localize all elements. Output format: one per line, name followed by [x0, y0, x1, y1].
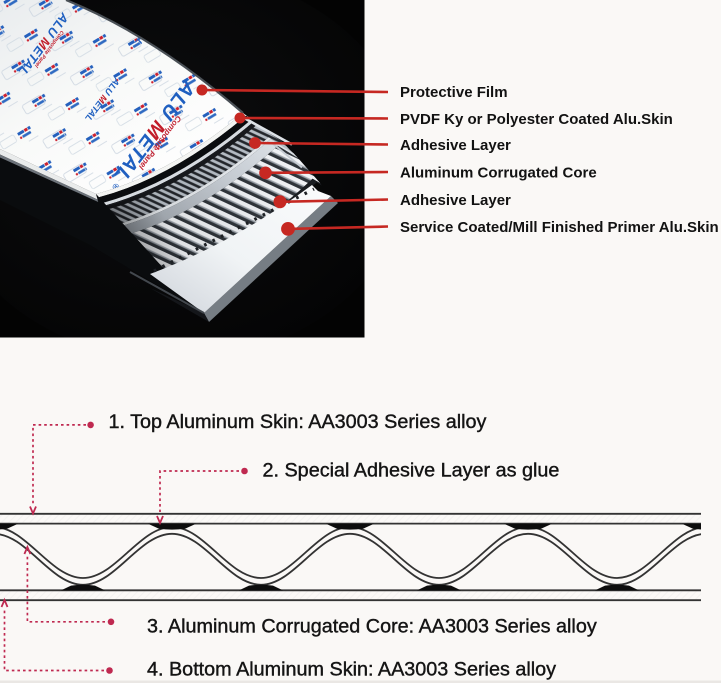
svg-text:Service Coated/Mill Finished P: Service Coated/Mill Finished Primer Alu.… [400, 219, 719, 236]
svg-text:Protective Film: Protective Film [400, 84, 508, 101]
svg-text:Aluminum Corrugated Core: Aluminum Corrugated Core [400, 164, 597, 181]
svg-text:PVDF Ky or Polyester Coated Al: PVDF Ky or Polyester Coated Alu.Skin [400, 111, 673, 128]
svg-text:4. Bottom Aluminum Skin: AA300: 4. Bottom Aluminum Skin: AA3003 Series a… [147, 659, 556, 681]
svg-text:2. Special Adhesive Layer as g: 2. Special Adhesive Layer as glue [263, 460, 560, 482]
svg-text:Adhesive Layer: Adhesive Layer [400, 192, 511, 209]
svg-text:1. Top Aluminum Skin: AA3003 S: 1. Top Aluminum Skin: AA3003 Series allo… [109, 411, 487, 433]
svg-text:3. Aluminum Corrugated Core: A: 3. Aluminum Corrugated Core: AA3003 Seri… [147, 616, 597, 638]
svg-text:Adhesive Layer: Adhesive Layer [400, 137, 511, 154]
